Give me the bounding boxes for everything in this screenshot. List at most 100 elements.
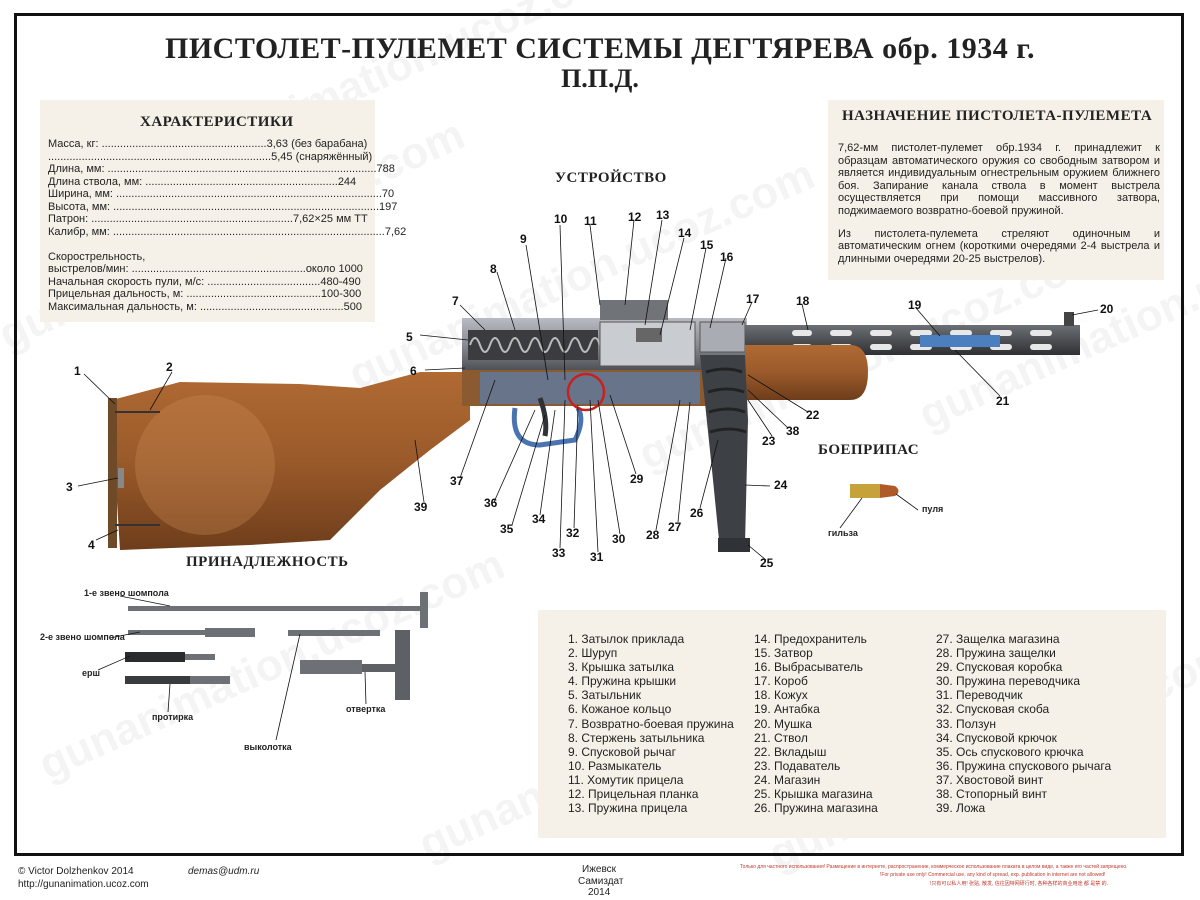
- cartridge-case: [850, 484, 880, 498]
- part-item: 23. Подаватель: [754, 758, 841, 773]
- callout-29: 29: [630, 472, 644, 486]
- callout-15: 15: [700, 238, 714, 252]
- part-item: 31. Переводчик: [936, 688, 1023, 703]
- specs-heading: ХАРАКТЕРИСТИКИ: [140, 114, 294, 130]
- part-item: 9. Спусковой рычаг: [568, 744, 676, 759]
- selector-highlight: [566, 372, 606, 412]
- part-item: 27. Защелка магазина: [936, 632, 1060, 646]
- callout-4: 4: [88, 538, 95, 552]
- bullet: [880, 484, 899, 498]
- spec-line: Длина ствола, мм: ......................…: [48, 175, 357, 188]
- spec-line: Масса, кг: .............................…: [48, 138, 368, 150]
- callout-27: 27: [668, 520, 682, 534]
- callout-5: 5: [406, 330, 413, 344]
- part-item: 22. Вкладыш: [754, 744, 827, 759]
- spec-line: Длина, мм: .............................…: [48, 163, 395, 175]
- callout-9: 9: [520, 232, 527, 246]
- cleaning-rod-2: [128, 630, 253, 635]
- label-drift: выколотка: [244, 742, 292, 752]
- part-item: 30. Пружина переводчика: [936, 674, 1080, 689]
- callout-34: 34: [532, 512, 546, 526]
- part-item: 13. Пружина прицела: [568, 801, 688, 816]
- callout-12: 12: [628, 210, 642, 224]
- callout-23: 23: [762, 434, 776, 448]
- spec-line: Патрон: ................................…: [48, 213, 368, 225]
- callout-38: 38: [786, 424, 800, 438]
- part-item: 29. Спусковая коробка: [936, 660, 1063, 675]
- part-item: 33. Ползун: [936, 716, 997, 731]
- part-item: 28. Пружина защелки: [936, 646, 1056, 661]
- part-item: 15. Затвор: [754, 646, 813, 661]
- part-item: 34. Спусковой крючок: [936, 730, 1057, 745]
- purpose-text: 7,62-мм пистолет-пулемет обр.1934 г. при…: [838, 142, 1160, 265]
- part-item: 20. Мушка: [754, 716, 812, 731]
- spec-line: Максимальная дальность, м: .............…: [48, 300, 362, 313]
- part-item: 14. Предохранитель: [754, 632, 867, 646]
- callout-16: 16: [720, 250, 734, 264]
- part-item: 16. Выбрасыватель: [754, 660, 864, 675]
- drift: [288, 630, 380, 636]
- cleaning-rod-1: [128, 606, 426, 611]
- part-item: 5. Затыльник: [568, 688, 641, 703]
- label-rod-1: 1-е звено шомпола: [84, 588, 169, 598]
- part-item: 3. Крышка затылка: [568, 660, 675, 675]
- spec-line: Начальная скорость пули, м/с: ..........…: [48, 275, 361, 288]
- part-item: 24. Магазин: [754, 772, 821, 787]
- spec-line: выстрелов/мин: .........................…: [48, 263, 363, 275]
- part-item: 18. Кожух: [754, 688, 808, 703]
- callout-13: 13: [656, 208, 670, 222]
- callout-22: 22: [806, 408, 820, 422]
- purpose-heading: НАЗНАЧЕНИЕ ПИСТОЛЕТА-ПУЛЕМЕТА: [842, 108, 1153, 124]
- callout-33: 33: [552, 546, 566, 560]
- callout-32: 32: [566, 526, 580, 540]
- callout-7: 7: [452, 294, 459, 308]
- footer-notice-3: !只有可以私人用! 张贴, 散发, 信往因特网研行时, 各种各样的商业用途 都 …: [930, 881, 1109, 887]
- spec-line: Высота, мм: ............................…: [48, 200, 398, 213]
- callout-8: 8: [490, 262, 497, 276]
- part-item: 36. Пружина спускового рычага: [936, 758, 1112, 773]
- label-case: гильза: [828, 528, 858, 538]
- part-item: 4. Пружина крышки: [568, 674, 677, 689]
- brush: [125, 652, 185, 662]
- butt-plate: [108, 398, 117, 548]
- callout-10: 10: [554, 212, 568, 226]
- specs-panel: [40, 100, 375, 322]
- callout-6: 6: [410, 364, 417, 378]
- callout-31: 31: [590, 550, 604, 564]
- label-screwdriver: отвертка: [346, 704, 386, 714]
- callout-17: 17: [746, 292, 760, 306]
- footer-email: demas@udm.ru: [188, 866, 260, 877]
- barrel: [920, 335, 1000, 347]
- forend: [745, 345, 868, 400]
- part-item: 39. Ложа: [936, 801, 986, 816]
- parts-panel: [538, 610, 1166, 838]
- spec-line: Прицельная дальность, м: ...............…: [48, 288, 362, 300]
- callout-19: 19: [908, 298, 922, 312]
- footer-notice-2: !For private use only! Commercial use, a…: [880, 872, 1106, 878]
- part-item: 38. Стопорный винт: [936, 787, 1048, 802]
- footer-year: 2014: [588, 887, 611, 898]
- callout-11: 11: [584, 214, 597, 228]
- part-item: 2. Шуруп: [568, 646, 618, 661]
- part-item: 19. Антабка: [754, 702, 820, 717]
- callout-2: 2: [166, 360, 173, 374]
- part-item: 11. Хомутик прицела: [568, 772, 684, 787]
- callout-24: 24: [774, 478, 788, 492]
- footer-city: Ижевск: [582, 864, 617, 875]
- wiper: [125, 676, 190, 684]
- section-ammo: БОЕПРИПАС: [818, 442, 920, 458]
- part-item: 12. Прицельная планка: [568, 787, 699, 802]
- spec-line: Ширина, мм: ............................…: [48, 188, 395, 200]
- callout-20: 20: [1100, 302, 1114, 316]
- purpose-panel: [828, 100, 1164, 280]
- purpose-paragraph-1: 7,62-мм пистолет-пулемет обр.1934 г. при…: [838, 142, 1160, 217]
- label-rod-2: 2-е звено шомпола: [40, 632, 125, 642]
- callout-18: 18: [796, 294, 810, 308]
- callout-25: 25: [760, 556, 774, 570]
- magazine-cover: [718, 538, 750, 552]
- screwdriver: [300, 660, 362, 674]
- callout-3: 3: [66, 480, 73, 494]
